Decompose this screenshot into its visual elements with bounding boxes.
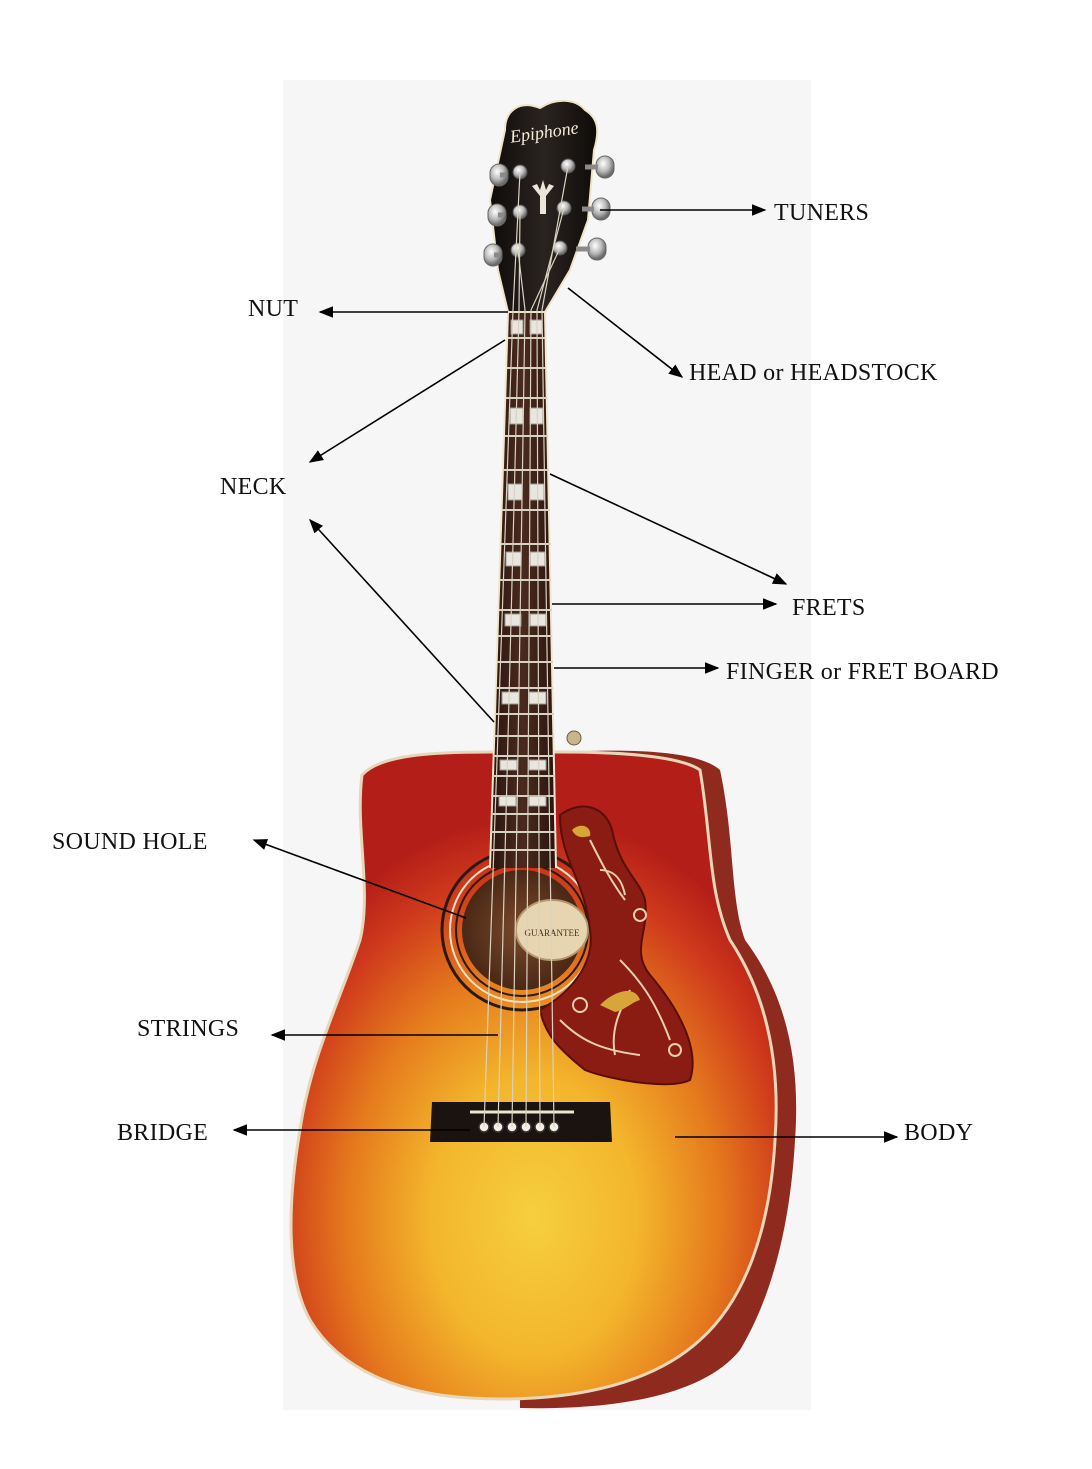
label-bridge: BRIDGE bbox=[117, 1120, 209, 1146]
strap-button bbox=[566, 730, 582, 746]
label-sound-hole: SOUND HOLE bbox=[52, 829, 208, 855]
tuner-shafts bbox=[494, 164, 598, 258]
label-frets: FRETS bbox=[792, 595, 866, 621]
interior-label-text: GUARANTEE bbox=[525, 928, 580, 938]
label-strings: STRINGS bbox=[137, 1016, 240, 1042]
arrow-neck-top bbox=[308, 339, 506, 463]
pickguard-gold-bird bbox=[572, 825, 640, 1012]
label-fingerboard: FINGER or FRET BOARD bbox=[726, 659, 999, 685]
arrow-frets-top bbox=[549, 473, 788, 585]
label-nut: NUT bbox=[248, 296, 299, 322]
label-head: HEAD or HEADSTOCK bbox=[689, 360, 938, 386]
label-body: BODY bbox=[904, 1120, 974, 1146]
guitar-strings bbox=[483, 165, 569, 1128]
label-neck: NECK bbox=[220, 474, 287, 500]
label-tuners: TUNERS bbox=[774, 200, 870, 226]
guitar-body bbox=[289, 750, 778, 1401]
callout-arrows bbox=[232, 204, 899, 1143]
headstock-crown-inlay bbox=[532, 180, 554, 214]
arrow-head bbox=[567, 287, 684, 378]
arrow-sound-hole bbox=[252, 839, 467, 919]
pickguard bbox=[538, 805, 694, 1086]
tuner-buttons bbox=[483, 155, 615, 267]
arrow-neck-bottom bbox=[309, 518, 495, 723]
guitar-neck bbox=[490, 312, 556, 868]
guitar-bridge bbox=[430, 1102, 612, 1142]
